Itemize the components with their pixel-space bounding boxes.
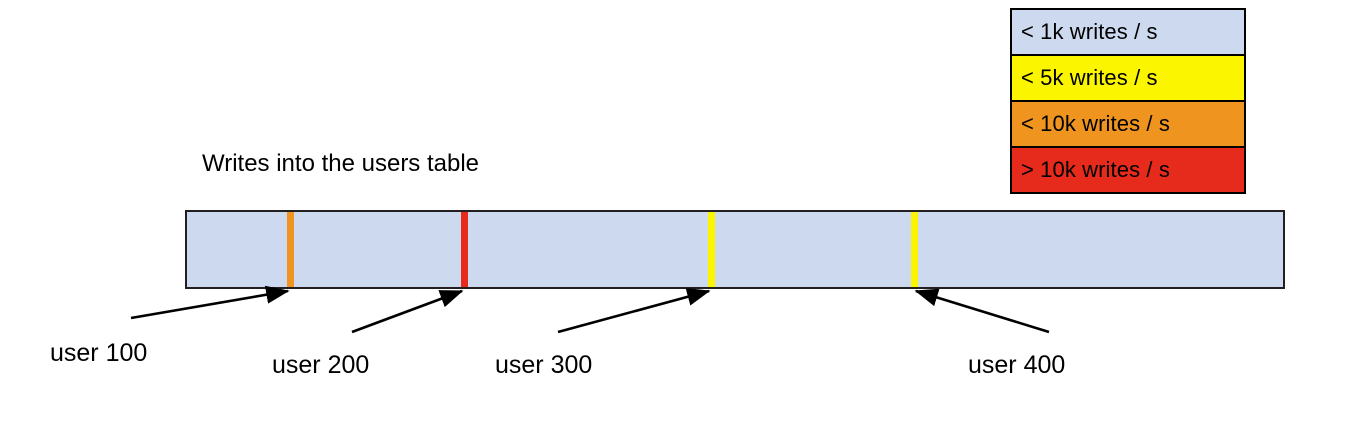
legend-label-under-5k: < 5k writes / s: [1021, 65, 1158, 90]
hot-stripe-user-400: [911, 212, 918, 287]
section-title: Writes into the users table: [202, 150, 480, 177]
pointer-user-400-arrow: [914, 288, 1050, 334]
legend-row-over-10k: > 10k writes / s: [1012, 148, 1244, 192]
pointer-label-user-300: user 300: [495, 351, 593, 379]
hot-stripe-user-200: [461, 212, 468, 287]
pointer-user-200-arrow: [351, 289, 464, 334]
pointer-user-100-arrow: [130, 285, 290, 320]
legend-row-under-10k: < 10k writes / s: [1012, 102, 1244, 148]
writes-rate-legend: < 1k writes / s < 5k writes / s < 10k wr…: [1010, 8, 1246, 194]
hot-stripe-user-300: [708, 212, 715, 287]
pointer-user-300-arrow: [557, 287, 711, 334]
legend-label-under-1k: < 1k writes / s: [1021, 19, 1158, 44]
legend-label-over-10k: > 10k writes / s: [1021, 157, 1170, 182]
users-table-bar: [185, 210, 1285, 289]
legend-row-under-5k: < 5k writes / s: [1012, 56, 1244, 102]
hot-stripe-user-100: [287, 212, 294, 287]
legend-label-under-10k: < 10k writes / s: [1021, 111, 1170, 136]
pointer-label-user-100: user 100: [50, 339, 148, 367]
pointer-label-user-400: user 400: [968, 351, 1066, 379]
legend-row-under-1k: < 1k writes / s: [1012, 10, 1244, 56]
pointer-label-user-200: user 200: [272, 351, 370, 379]
